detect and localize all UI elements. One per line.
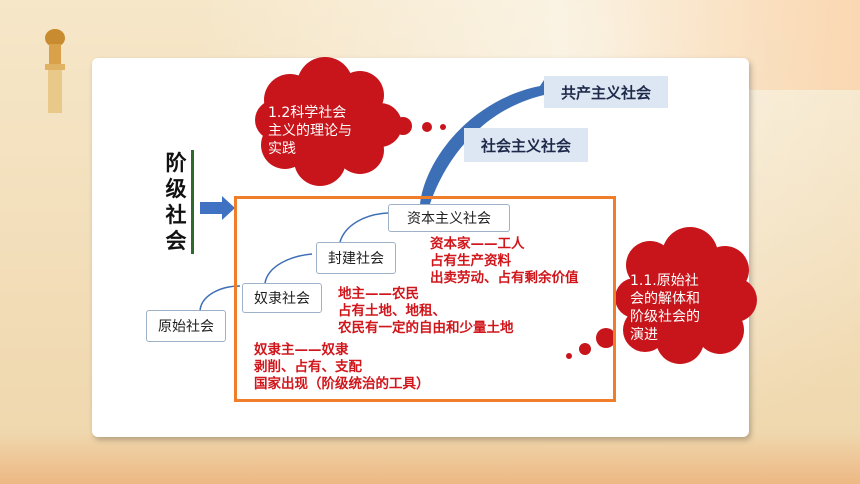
vertical-title-char: 级: [165, 177, 187, 201]
stage-slave-society: 奴隶社会: [242, 283, 322, 313]
cloud-right-shape: [615, 227, 757, 364]
note-line: 国家出现（阶级统治的工具）: [254, 376, 430, 392]
background-bottom-band: [0, 432, 860, 484]
cloud-top-bubble-3: [440, 124, 446, 130]
cloud-right-text: 1.1.原始社 会的解体和 阶级社会的 演进: [630, 272, 700, 342]
note-line: 出卖劳动、占有剩余价值: [430, 270, 579, 286]
note-line: 剥削、占有、支配: [254, 359, 362, 375]
vertical-title: 阶 级 社 会: [163, 150, 194, 254]
stages-frame: [234, 196, 616, 402]
connector-slave-feudal: [264, 253, 313, 284]
cloud-right-bubble-2: [579, 343, 591, 355]
note-line: 占有土地、地租、: [338, 303, 446, 319]
cloud-right-bubble-3: [566, 353, 572, 359]
curved-arrow-to-communism: [420, 80, 556, 204]
cloud-top-text: 1.2科学社会 主义的理论与 实践: [268, 104, 352, 158]
cloud-right-bubble-1: [596, 328, 616, 348]
stage-feudal-society: 封建社会: [316, 242, 396, 274]
cloud-line: 1.2科学社会: [268, 105, 347, 121]
cloud-line: 1.1.原始社: [630, 273, 699, 289]
cloud-top-bubble-2: [422, 122, 432, 132]
stage-capitalist-society: 资本主义社会: [388, 204, 510, 232]
vertical-title-char: 会: [165, 229, 187, 253]
stage-primitive-society: 原始社会: [146, 310, 226, 342]
cloud-line: 阶级社会的: [630, 309, 700, 325]
slave-notes: 奴隶主——奴隶 剥削、占有、支配 国家出现（阶级统治的工具）: [254, 342, 430, 393]
cloud-line: 会的解体和: [630, 291, 700, 307]
block-arrow-right: [200, 196, 235, 220]
note-line: 奴隶主——奴隶: [254, 342, 349, 358]
stage-socialist-society: 社会主义社会: [464, 128, 588, 162]
note-line: 农民有一定的自由和少量土地: [338, 320, 514, 336]
note-line: 资本家——工人: [430, 236, 525, 252]
connector-feudal-capitalist: [339, 212, 389, 243]
stage-communist-society: 共产主义社会: [544, 76, 668, 108]
vertical-title-char: 阶: [165, 151, 187, 175]
cloud-line: 演进: [630, 327, 658, 342]
note-line: 占有生产资料: [430, 253, 511, 269]
feudal-notes: 地主——农民 占有土地、地租、 农民有一定的自由和少量土地: [338, 286, 514, 337]
vertical-title-char: 社: [165, 203, 187, 227]
note-line: 地主——农民: [338, 286, 419, 302]
cloud-line: 实践: [268, 141, 296, 157]
cloud-top-shape: [255, 57, 402, 186]
statue-decoration: [45, 29, 65, 113]
capitalist-notes: 资本家——工人 占有生产资料 出卖劳动、占有剩余价值: [430, 236, 579, 287]
cloud-line: 主义的理论与: [268, 123, 352, 139]
cloud-top-bubble-1: [394, 117, 412, 135]
